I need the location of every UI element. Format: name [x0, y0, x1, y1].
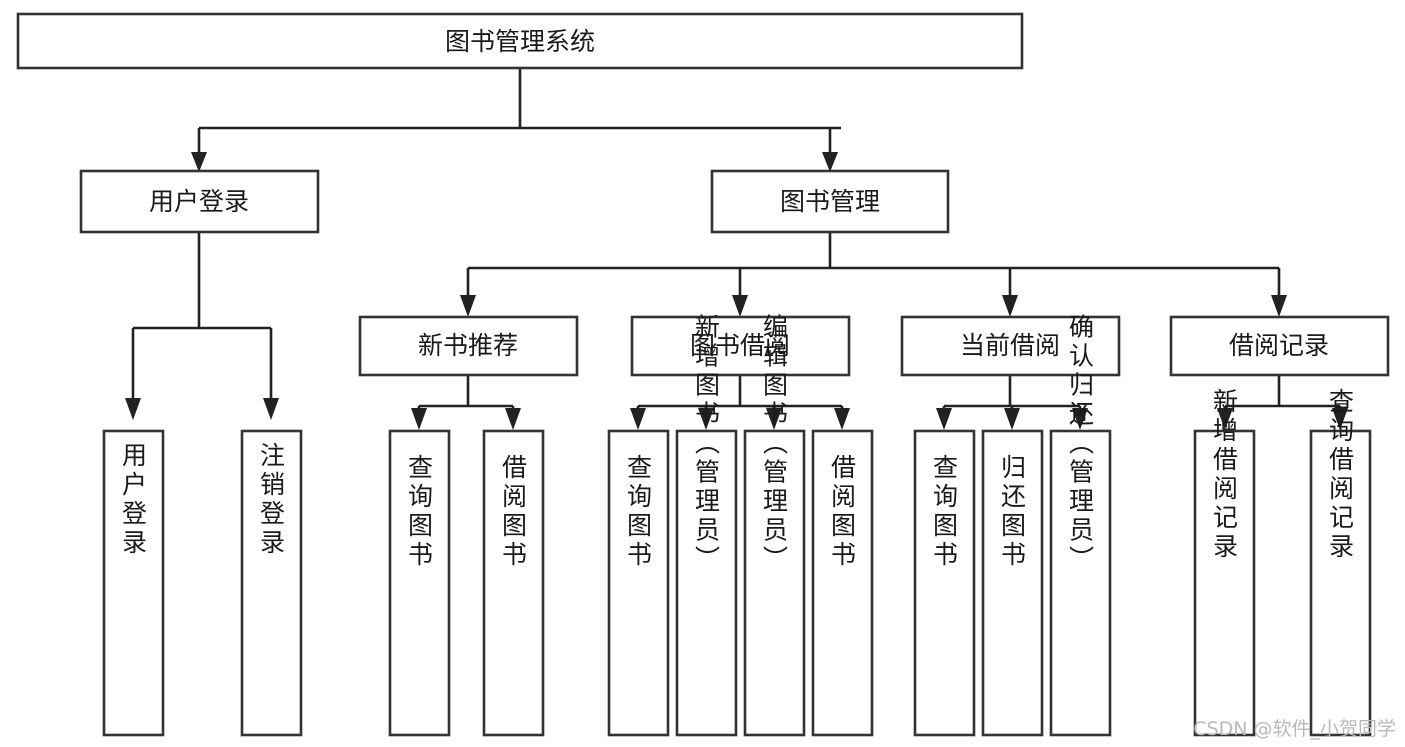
arrow-book-management [822, 152, 838, 172]
node-user-login[interactable]: 用户登录 [79, 169, 320, 234]
node-root-box[interactable] [16, 12, 1024, 70]
node-book-borrow-box[interactable] [630, 315, 851, 377]
node-leaf-user-login-label: 用户登录 [119, 442, 148, 558]
node-leaf-query-book-2-label: 查询图书 [624, 454, 653, 570]
node-leaf-return-book-box[interactable] [981, 429, 1044, 737]
node-leaf-add-book-label: 新增图书（管理员） [692, 314, 721, 575]
arrow-leaf-user-login [125, 398, 141, 420]
node-leaf-query-book-2-box[interactable] [607, 429, 670, 737]
arrow-leaf-return-book [1004, 408, 1020, 430]
node-leaf-user-login-box[interactable] [102, 429, 165, 737]
arrow-leaf-logout-login [263, 398, 279, 420]
node-leaf-confirm-return-label: 确认归还（管理员） [1066, 314, 1095, 575]
node-leaf-borrow-book-1-box[interactable] [482, 429, 545, 737]
node-new-book-recommend[interactable]: 新书推荐 [358, 315, 579, 377]
node-root[interactable]: 图书管理系统 [16, 12, 1024, 70]
node-leaf-query-book-1-label: 查询图书 [405, 454, 434, 570]
arrow-new-book-recommend [460, 295, 476, 317]
node-leaf-add-book-box[interactable] [675, 429, 738, 737]
csdn-watermark: CSDN @软件_小贺同学 [1193, 718, 1396, 740]
node-user-login-label: 用户登录 [149, 187, 249, 216]
node-book-borrow[interactable]: 图书借阅 [630, 315, 851, 377]
arrow-leaf-query-record [1332, 408, 1348, 430]
arrow-leaf-confirm-return [1072, 408, 1088, 430]
node-leaf-logout-login[interactable]: 注销登录 [240, 429, 303, 737]
node-leaf-edit-book-label: 编辑图书（管理员） [760, 314, 789, 575]
arrow-current-borrow [1002, 295, 1018, 317]
node-borrow-record[interactable]: 借阅记录 [1169, 315, 1390, 377]
node-leaf-borrow-book-2[interactable]: 借阅图书 [811, 429, 874, 737]
node-leaf-query-record-label: 查询借阅记录 [1326, 388, 1355, 562]
arrow-leaf-query-book-1 [411, 408, 427, 430]
node-current-borrow-box[interactable] [900, 315, 1121, 377]
node-leaf-borrow-book-1-label: 借阅图书 [499, 454, 528, 570]
arrow-leaf-add-record [1217, 408, 1233, 430]
arrow-user-login [191, 152, 207, 172]
arrow-book-borrow [732, 295, 748, 317]
node-leaf-query-book-2[interactable]: 查询图书 [607, 429, 670, 737]
arrow-leaf-query-book-2 [630, 408, 646, 430]
node-leaf-add-record-box[interactable] [1193, 429, 1256, 737]
node-leaf-logout-login-label: 注销登录 [257, 442, 286, 558]
connector-layer [125, 68, 1348, 430]
node-book-management-label: 图书管理 [780, 187, 880, 216]
node-leaf-confirm-return-box[interactable] [1049, 429, 1112, 737]
node-leaf-user-login[interactable]: 用户登录 [102, 429, 165, 737]
node-book-management-box[interactable] [710, 169, 950, 234]
node-root-label: 图书管理系统 [445, 27, 595, 56]
arrow-borrow-record [1271, 295, 1287, 317]
node-borrow-record-label: 借阅记录 [1229, 331, 1329, 360]
node-leaf-logout-login-box[interactable] [240, 429, 303, 737]
node-new-book-recommend-label: 新书推荐 [418, 331, 518, 360]
node-leaf-return-book-label: 归还图书 [998, 454, 1027, 570]
node-leaf-add-record[interactable]: 新增借阅记录 [1193, 388, 1256, 737]
node-borrow-record-box[interactable] [1169, 315, 1390, 377]
node-leaf-borrow-book-1[interactable]: 借阅图书 [482, 429, 545, 737]
node-leaf-query-record[interactable]: 查询借阅记录 [1309, 388, 1372, 737]
node-leaf-query-book-3[interactable]: 查询图书 [913, 429, 976, 737]
arrow-leaf-edit-book [766, 408, 782, 430]
arrow-leaf-borrow-book-1 [505, 408, 521, 430]
node-leaf-borrow-book-2-label: 借阅图书 [828, 454, 857, 570]
node-leaf-edit-book[interactable]: 编辑图书（管理员） [743, 314, 806, 737]
arrow-leaf-borrow-book-2 [834, 408, 850, 430]
node-leaf-query-book-3-label: 查询图书 [930, 454, 959, 570]
node-leaf-confirm-return[interactable]: 确认归还（管理员） [1049, 314, 1112, 737]
node-leaf-query-book-1[interactable]: 查询图书 [388, 429, 451, 737]
arrow-leaf-query-book-3 [936, 408, 952, 430]
arrow-leaf-add-book [698, 408, 714, 430]
node-leaf-add-record-label: 新增借阅记录 [1210, 388, 1239, 562]
node-leaf-query-book-1-box[interactable] [388, 429, 451, 737]
node-book-borrow-label: 图书借阅 [690, 331, 790, 360]
node-new-book-recommend-box[interactable] [358, 315, 579, 377]
node-leaf-return-book[interactable]: 归还图书 [981, 429, 1044, 737]
node-user-login-box[interactable] [79, 169, 320, 234]
node-current-borrow-label: 当前借阅 [960, 331, 1060, 360]
node-current-borrow[interactable]: 当前借阅 [900, 315, 1121, 377]
node-leaf-query-record-box[interactable] [1309, 429, 1372, 737]
node-leaf-add-book[interactable]: 新增图书（管理员） [675, 314, 738, 737]
node-leaf-edit-book-box[interactable] [743, 429, 806, 737]
node-leaf-borrow-book-2-box[interactable] [811, 429, 874, 737]
node-leaf-query-book-3-box[interactable] [913, 429, 976, 737]
node-book-management[interactable]: 图书管理 [710, 169, 950, 234]
